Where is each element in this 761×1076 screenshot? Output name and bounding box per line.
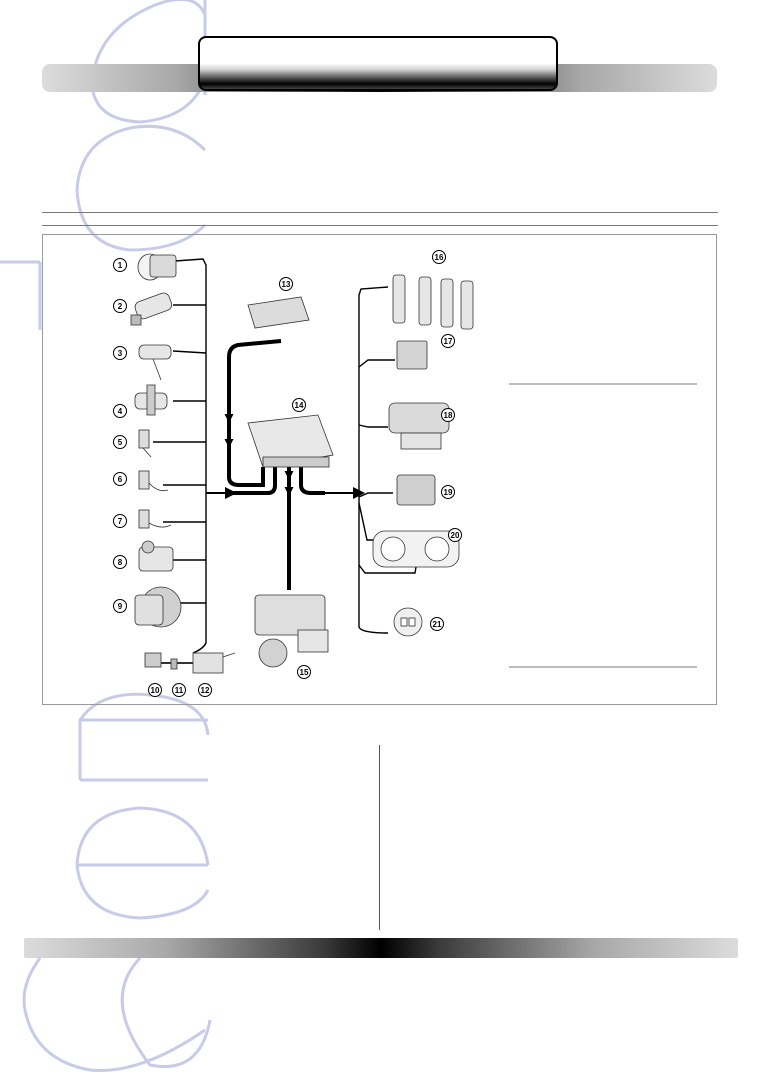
callout-number: 13	[282, 280, 291, 289]
component-12-heater	[193, 653, 235, 673]
callout-number: 17	[444, 337, 453, 346]
callout-number: 11	[175, 686, 184, 695]
callout-number: 8	[118, 558, 123, 567]
left-to-ecu-trunk	[233, 467, 275, 493]
component-19-relay-box	[397, 475, 435, 505]
callout-4: 4	[114, 405, 127, 418]
callout-13: 13	[280, 278, 293, 291]
callout-number: 4	[118, 407, 123, 416]
component-6-switch	[139, 471, 168, 491]
callout-16: 16	[433, 251, 446, 264]
callout-number: 19	[444, 488, 453, 497]
callout-2: 2	[114, 300, 127, 313]
callout-19: 19	[442, 486, 455, 499]
callout-number: 14	[295, 401, 304, 410]
component-1-airflow-meter	[138, 254, 176, 280]
title-box	[198, 36, 558, 91]
component-16-injectors	[393, 275, 473, 329]
component-7-switch	[139, 510, 171, 528]
callout-number: 9	[118, 602, 123, 611]
component-5-switch	[139, 430, 151, 457]
callout-9: 9	[114, 600, 127, 613]
callout-5: 5	[114, 436, 127, 449]
callout-number: 2	[118, 302, 123, 311]
component-14-ecu	[248, 415, 333, 467]
callout-number: 6	[118, 475, 123, 484]
callout-number: 18	[444, 411, 453, 420]
callout-1: 1	[114, 259, 127, 272]
callout-6: 6	[114, 473, 127, 486]
system-diagram: 123456789101112131415161718192021	[42, 234, 717, 705]
component-15-pump	[255, 595, 328, 667]
component-17-relay	[397, 341, 427, 369]
callout-number: 10	[151, 686, 160, 695]
component-4-sensor	[135, 385, 167, 415]
component-drawings	[131, 254, 473, 673]
right-harness-lines	[359, 287, 418, 633]
watermark-e	[77, 808, 208, 918]
ecu-to-right-trunk	[301, 467, 325, 493]
component-21-lamp	[394, 608, 422, 636]
watermark-c	[77, 126, 205, 250]
callout-number: 3	[118, 349, 123, 358]
callout-number: 5	[118, 438, 123, 447]
callout-21: 21	[431, 618, 444, 631]
component-9-alternator	[135, 587, 181, 627]
callout-12: 12	[199, 684, 212, 697]
watermark-a-bowl	[92, 0, 205, 122]
callout-number: 7	[118, 517, 123, 526]
component-11-glow-plug	[161, 659, 193, 669]
watermark-n	[80, 694, 208, 780]
callout-number: 12	[201, 686, 210, 695]
footer-gradient-bar	[24, 938, 738, 958]
callout-14: 14	[293, 399, 306, 412]
component-18-actuator	[389, 403, 449, 449]
component-20-instrument-cluster	[373, 531, 459, 567]
callout-20: 20	[449, 529, 462, 542]
component-8-pedal	[139, 541, 173, 571]
column-divider	[379, 745, 380, 930]
callout-number: 16	[435, 253, 444, 262]
separator-rule-top	[42, 212, 718, 213]
callout-number: 21	[433, 620, 442, 629]
callout-number: 20	[451, 531, 460, 540]
watermark-c-bottom	[24, 958, 210, 1071]
component-2-sensor	[131, 291, 173, 325]
component-10-relay	[145, 653, 161, 667]
callout-number: 1	[118, 261, 123, 270]
callout-8: 8	[114, 556, 127, 569]
callout-number: 15	[300, 668, 309, 677]
callout-18: 18	[442, 409, 455, 422]
callout-10: 10	[149, 684, 162, 697]
component-3-sensor	[139, 345, 171, 380]
component-13-diag-connector	[248, 297, 309, 328]
separator-rule-bottom	[42, 225, 718, 226]
callout-15: 15	[298, 666, 311, 679]
callout-17: 17	[442, 335, 455, 348]
callout-3: 3	[114, 347, 127, 360]
diagram-svg: 123456789101112131415161718192021	[43, 235, 718, 706]
watermark-t-left	[0, 262, 40, 330]
callout-7: 7	[114, 515, 127, 528]
callout-11: 11	[173, 684, 186, 697]
